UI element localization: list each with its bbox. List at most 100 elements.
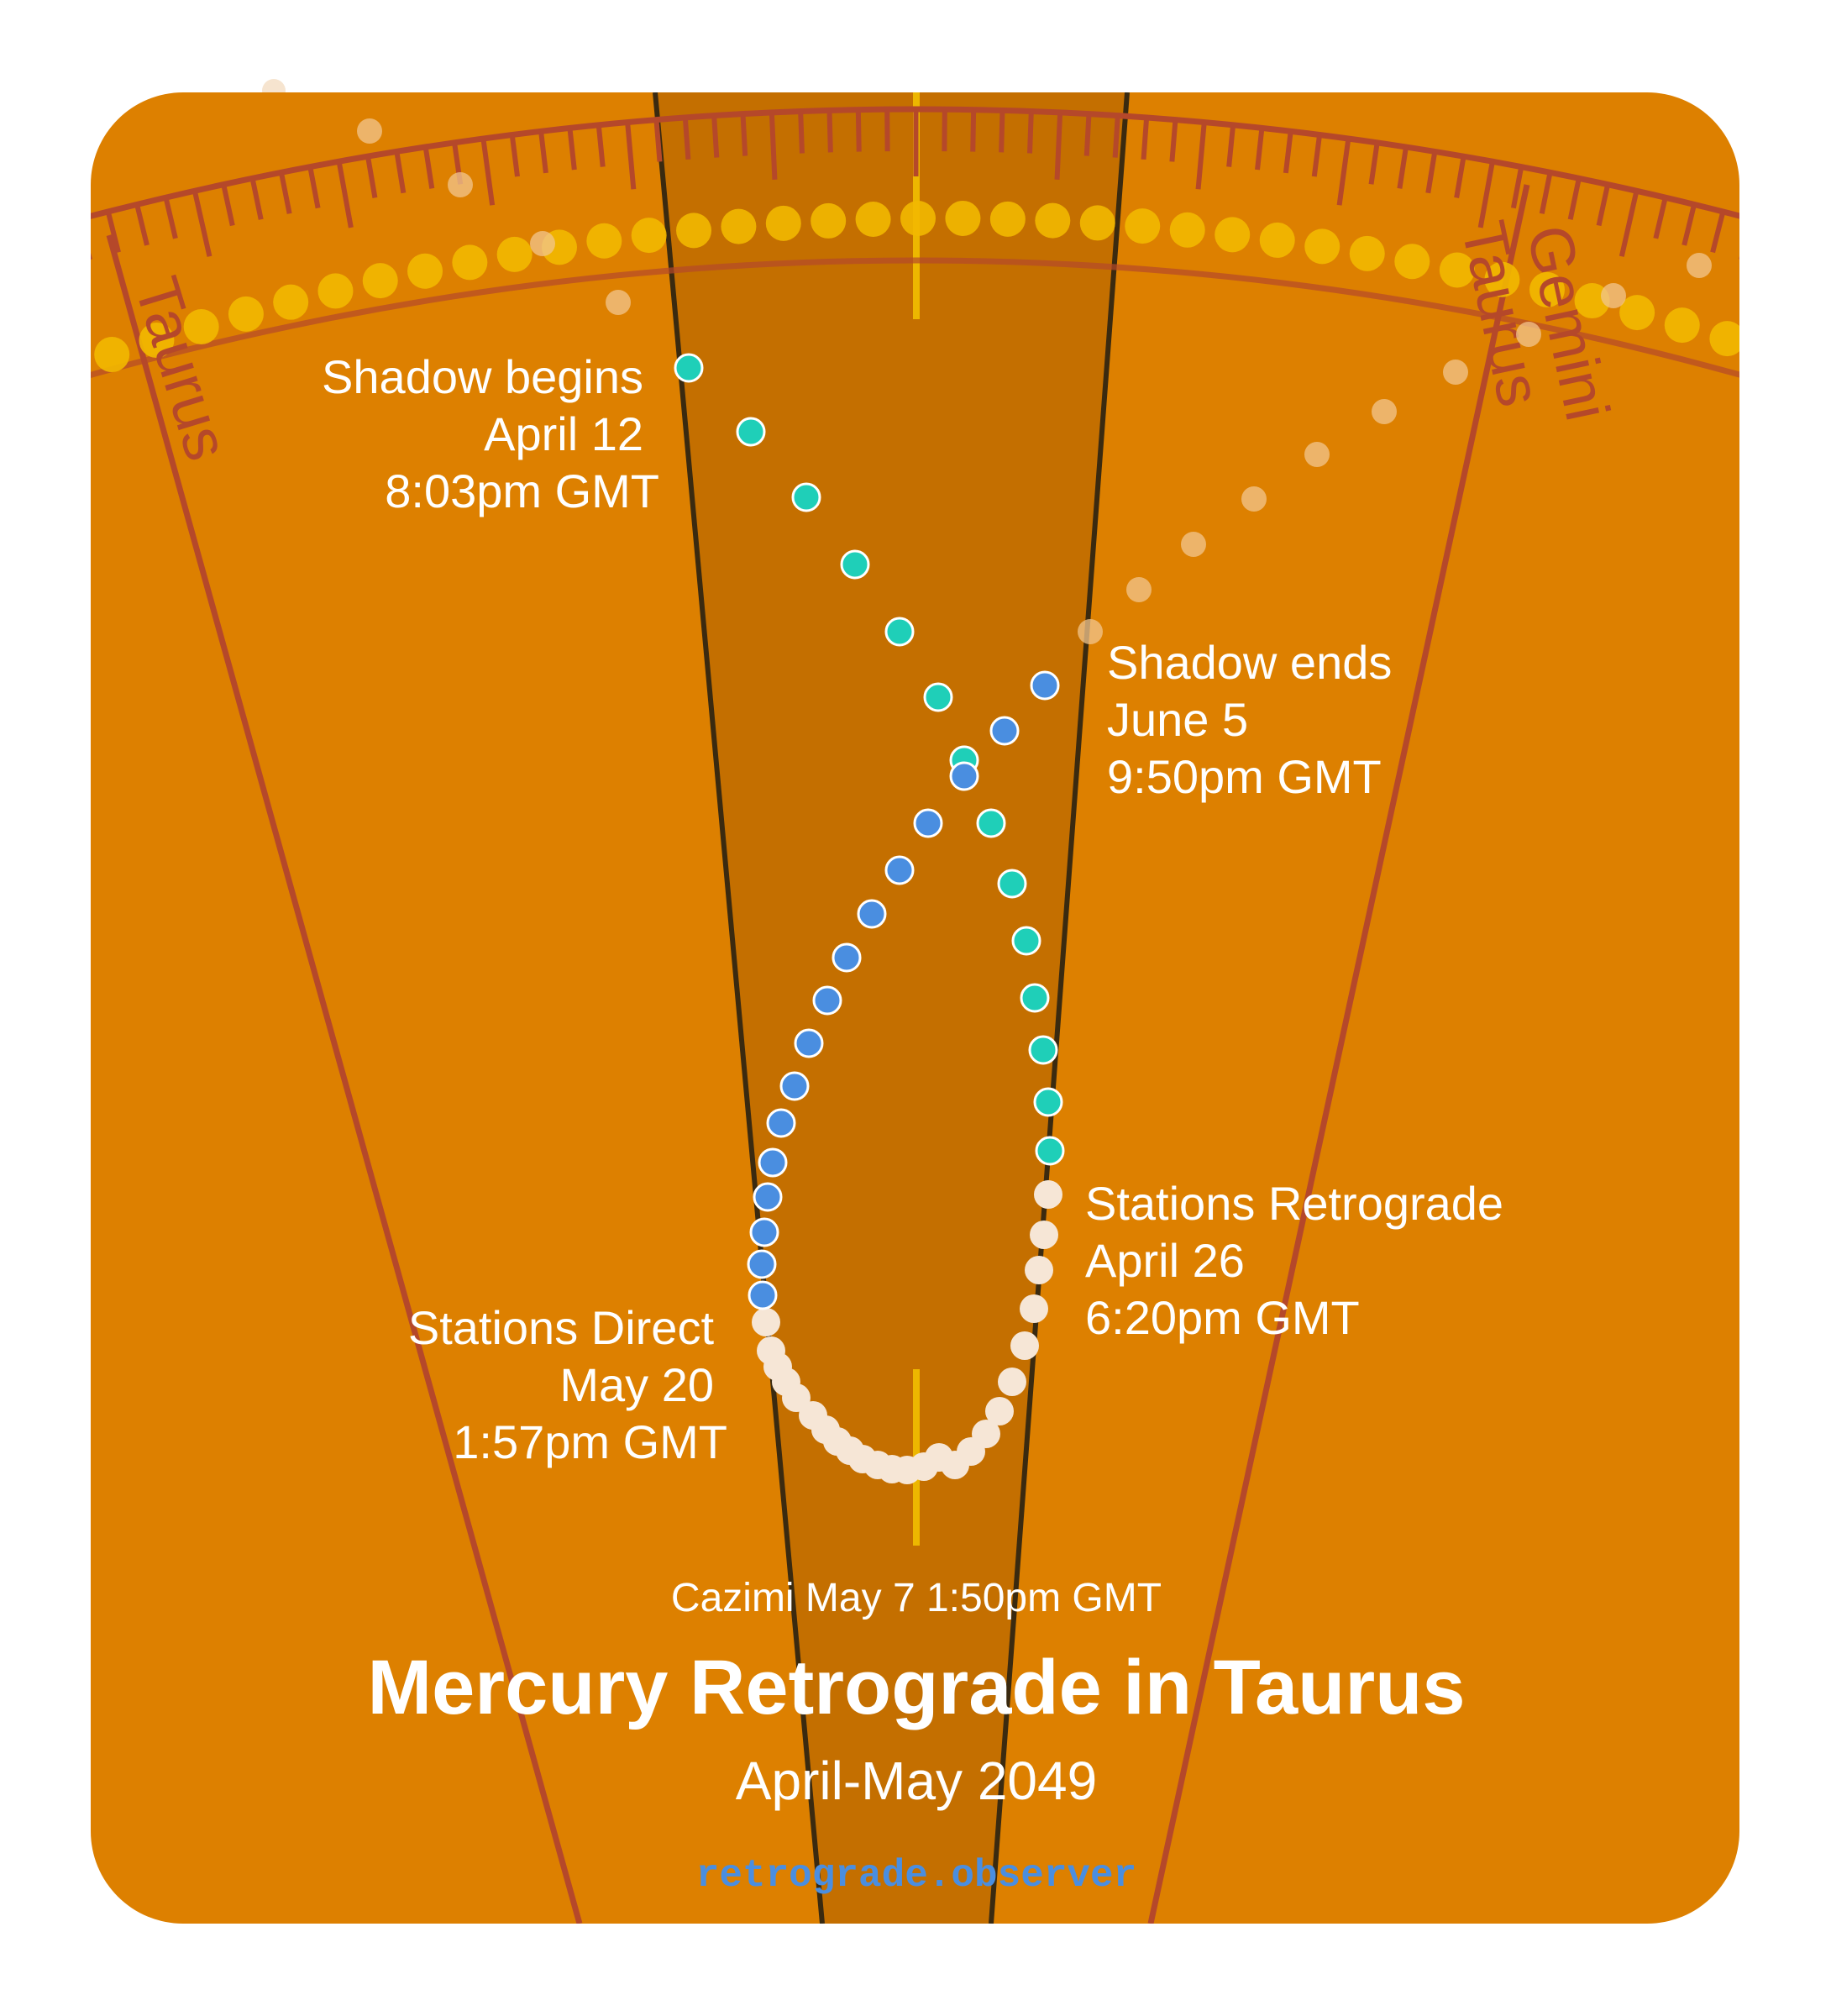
wheel-tick	[595, 124, 606, 167]
sign-boundary-left	[106, 234, 583, 1924]
sun-dot	[407, 253, 443, 289]
shadow-ends-time: 9:50pm GMT	[1107, 750, 1382, 803]
ghost-dot	[1241, 486, 1267, 512]
band-edge-left	[653, 92, 825, 1924]
wheel-tick	[682, 117, 691, 160]
wheel-tick	[1741, 219, 1752, 260]
wheel-tick	[221, 183, 235, 227]
page-subtitle: April-May 2049	[736, 1751, 1097, 1811]
shadow-begins-time: 8:03pm GMT	[385, 465, 659, 517]
wheel-tick	[163, 197, 178, 239]
wheel-tick	[1368, 142, 1380, 185]
wheel-inner-arc	[91, 257, 1739, 390]
sun-dot	[586, 223, 622, 259]
wheel-tick	[826, 110, 833, 153]
cazimi-label: Cazimi May 7 1:50pm GMT	[671, 1576, 1162, 1620]
site-link[interactable]: retrograde.observer	[696, 1854, 1137, 1898]
wheel-tick	[422, 146, 435, 189]
wheel-tick	[278, 171, 292, 214]
shadow-dot	[840, 549, 870, 580]
direct-dot	[913, 808, 943, 838]
ghost-path	[357, 118, 1712, 644]
stations-direct-time: 1:57pm GMT	[453, 1415, 727, 1468]
wheel-tick	[1141, 117, 1150, 160]
ghost-dot	[1078, 619, 1103, 644]
wheel-tick	[249, 177, 264, 220]
wheel-tick	[1681, 203, 1697, 246]
sun-dot	[1619, 295, 1655, 331]
wheel-tick	[365, 155, 378, 198]
wheel-tick	[538, 130, 548, 174]
wheel-tick	[1454, 155, 1466, 198]
sun-dot	[1304, 228, 1340, 265]
ghost-dot	[530, 231, 555, 256]
shadow-dot	[1020, 983, 1050, 1013]
ghost-dot	[448, 172, 473, 197]
stations-direct-date: May 20	[559, 1358, 714, 1411]
sun-dot	[452, 244, 488, 281]
wheel-tick	[91, 218, 92, 260]
sun-dot	[900, 201, 936, 236]
sun-dot	[228, 296, 264, 332]
sun-dot	[721, 208, 757, 244]
wheel-tick	[1311, 134, 1323, 177]
wheel-tick	[1510, 166, 1524, 209]
retrograde-dot	[1030, 1221, 1058, 1249]
wheel-tick	[855, 109, 862, 152]
sun-dot	[631, 218, 667, 254]
wheel-tick	[394, 150, 407, 194]
sun-dot	[765, 205, 801, 241]
wheel-tick	[1653, 197, 1668, 239]
retrograde-band	[655, 92, 1127, 1924]
sun-dot	[362, 263, 398, 299]
wheel-tick	[336, 160, 354, 228]
wheel-tick	[1763, 227, 1781, 291]
direct-dot	[753, 1182, 783, 1212]
wheel-tick	[509, 134, 520, 177]
shadow-dot	[997, 869, 1027, 899]
stations-retrograde-date: April 26	[1085, 1234, 1245, 1287]
ghost-dot	[606, 290, 631, 315]
page-title: Mercury Retrograde in Taurus	[367, 1645, 1465, 1730]
wheel-tick	[711, 115, 720, 158]
retrograde-dot	[1020, 1294, 1048, 1323]
wheel-tick	[1539, 171, 1553, 214]
sun-dot	[1394, 244, 1430, 280]
wheel-tick	[769, 112, 778, 180]
sun-dot	[989, 201, 1026, 237]
ghost-dot	[1516, 322, 1541, 347]
ghost-dot	[357, 118, 382, 144]
shadow-dot	[1011, 926, 1041, 956]
sun-dot	[94, 337, 130, 373]
wheel-tick	[1255, 128, 1265, 171]
sun-dot	[1169, 212, 1205, 248]
shadow-dot	[923, 682, 953, 712]
sun-dot	[1709, 321, 1739, 357]
wheel-tick	[191, 190, 212, 257]
ghost-dot	[1601, 283, 1626, 308]
wheel-tick	[1112, 115, 1120, 158]
sun-dot	[945, 200, 981, 236]
sun-dot	[1125, 208, 1161, 244]
sun-dot	[50, 352, 85, 387]
sun-dot	[317, 273, 354, 309]
shadow-begins-label: Shadow begins April 12 8:03pm GMT	[322, 350, 659, 517]
sun-dot	[1755, 335, 1790, 370]
sun-dot	[676, 213, 712, 249]
wheel-tick	[625, 122, 637, 190]
shadow-ends-label: Shadow ends June 5 9:50pm GMT	[1107, 636, 1392, 803]
direct-dot	[779, 1071, 810, 1101]
sun-dot	[139, 323, 175, 359]
direct-dot	[794, 1028, 824, 1058]
wheel-ticks	[50, 109, 1781, 291]
stations-direct-label: Stations Direct May 20 1:57pm GMT	[408, 1301, 727, 1468]
direct-dot	[949, 761, 979, 791]
ghost-dot	[1126, 577, 1152, 602]
wheel-tick	[1054, 112, 1063, 180]
direct-dot	[748, 1280, 778, 1310]
sun-dot	[1349, 235, 1385, 271]
wheel-tick	[50, 227, 68, 291]
sun-dot	[1439, 252, 1475, 288]
wheel-tick	[653, 119, 663, 162]
